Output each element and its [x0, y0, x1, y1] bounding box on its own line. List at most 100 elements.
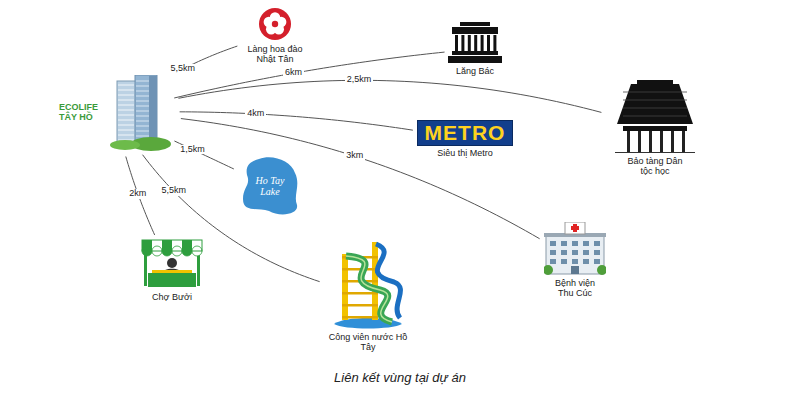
column — [474, 35, 477, 51]
distance-label: 3km — [344, 151, 365, 161]
stall-icon — [138, 238, 206, 290]
roof — [460, 22, 490, 26]
window-row — [136, 116, 149, 117]
stilt — [660, 131, 663, 152]
node-label: Công viên nước Hồ Tây — [326, 332, 410, 353]
distance-line — [178, 80, 601, 112]
hospital-icon — [544, 222, 606, 276]
roof-line — [623, 92, 687, 93]
roof — [617, 84, 693, 124]
node-label: Chợ Bưởi — [152, 292, 192, 302]
node-label: Làng hoa đào Nhật Tân — [243, 44, 307, 65]
flower-disc — [259, 8, 291, 40]
sign — [565, 222, 585, 234]
project-building: ECOLIFE TÂY HỒ — [59, 75, 171, 151]
tower-bar — [342, 316, 378, 319]
goods — [152, 270, 192, 273]
window — [594, 250, 600, 255]
hedge — [110, 140, 140, 150]
building-icon — [109, 75, 171, 151]
waterpark-icon — [330, 236, 406, 330]
counter — [148, 273, 196, 287]
window-row — [136, 81, 149, 82]
post — [144, 252, 147, 286]
distance-label: 4km — [245, 109, 266, 119]
place-node: Công viên nước Hồ Tây — [326, 236, 410, 353]
lake-shape — [243, 157, 297, 214]
ground — [615, 152, 695, 153]
tree — [544, 265, 553, 275]
post — [197, 252, 200, 286]
building — [546, 236, 604, 274]
roof-line — [623, 108, 687, 109]
distance-line — [174, 52, 444, 98]
node-label: Bảo tàng Dân tộc học — [624, 156, 686, 177]
window — [561, 241, 567, 246]
stilt — [649, 131, 652, 152]
node-label: Bệnh viện Thu Cúc — [547, 278, 603, 299]
window-row — [136, 91, 149, 92]
window-row — [136, 121, 149, 122]
window — [572, 259, 578, 264]
roof-line — [623, 116, 687, 117]
base — [448, 56, 502, 63]
caption: Liên kết vùng tại dự án — [0, 370, 800, 385]
tree — [597, 265, 606, 275]
place-node: Bệnh viện Thu Cúc — [544, 222, 606, 299]
distance-line — [143, 155, 320, 282]
floor — [623, 126, 687, 131]
base — [452, 51, 498, 55]
lake-node: Ho Tay Lake — [239, 155, 301, 217]
window-row — [118, 120, 134, 121]
node-label: Lăng Bác — [456, 66, 494, 76]
window-row — [118, 90, 134, 91]
mausoleum-icon — [448, 22, 502, 64]
column — [481, 35, 484, 51]
window-row — [136, 106, 149, 107]
place-node: Bảo tàng Dân tộc học — [609, 80, 701, 177]
place-node: Chợ Bưởi — [138, 238, 206, 302]
awning — [142, 240, 202, 251]
window-row — [136, 96, 149, 97]
window — [583, 241, 589, 246]
door — [571, 266, 579, 274]
window-row — [136, 136, 149, 137]
place-node: Lăng Bác — [448, 22, 502, 76]
window — [550, 259, 556, 264]
cross — [571, 226, 579, 230]
window — [572, 250, 578, 255]
window-row — [118, 100, 134, 101]
window-row — [136, 111, 149, 112]
tower-bar — [342, 304, 378, 307]
window — [583, 259, 589, 264]
stilt — [638, 131, 641, 152]
window-row — [136, 126, 149, 127]
window — [572, 241, 578, 246]
window — [561, 259, 567, 264]
vendor — [167, 258, 177, 268]
window — [594, 241, 600, 246]
node-label: Siêu thị Metro — [437, 148, 493, 158]
window-row — [118, 130, 134, 131]
distance-label: 5,5km — [168, 64, 197, 74]
distance-line — [174, 141, 233, 169]
tower — [342, 254, 348, 320]
window-row — [118, 135, 134, 136]
distance-line — [181, 119, 540, 239]
node-label: ECOLIFE TÂY HỒ — [59, 103, 105, 123]
window — [594, 259, 600, 264]
roof — [452, 27, 498, 34]
window-row — [136, 86, 149, 87]
slide — [376, 244, 400, 318]
window-row — [118, 105, 134, 106]
window-row — [118, 115, 134, 116]
column — [461, 35, 464, 51]
distance-label: 6km — [283, 68, 304, 78]
place-node: Làng hoa đào Nhật Tân — [243, 6, 307, 65]
window-row — [118, 85, 134, 86]
column — [455, 35, 458, 51]
distance-label: 5,5km — [160, 186, 189, 196]
slide-stripe — [346, 256, 392, 322]
column — [487, 35, 490, 51]
